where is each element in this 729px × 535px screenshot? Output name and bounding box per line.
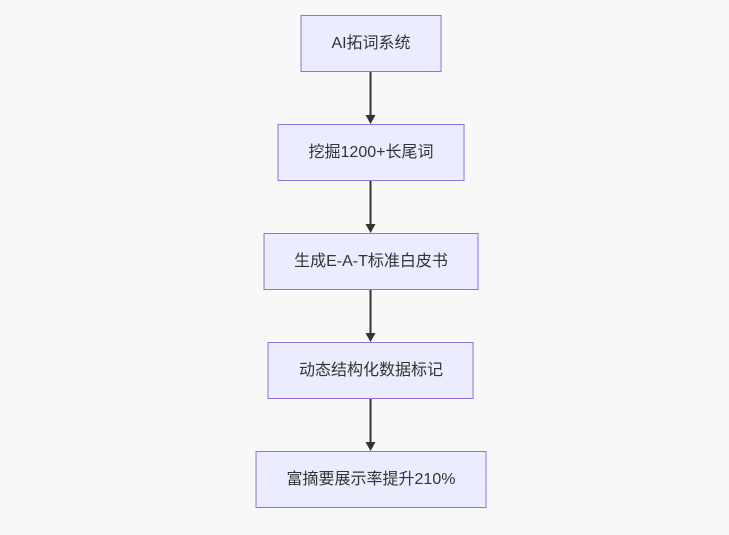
flow-arrow-4 — [366, 399, 376, 451]
arrowhead-icon — [366, 333, 376, 342]
arrow-shaft — [370, 181, 372, 224]
flow-node-rich-snippet-rate: 富摘要展示率提升210% — [255, 451, 487, 508]
flowchart-column: AI拓词系统 挖掘1200+长尾词 生成E-A-T标准白皮书 动态结构化数据标记… — [255, 15, 487, 508]
arrow-shaft — [370, 290, 372, 333]
flow-node-structured-data-markup: 动态结构化数据标记 — [267, 342, 474, 399]
flow-node-ai-keyword-system: AI拓词系统 — [300, 15, 442, 72]
flow-node-eat-whitepaper: 生成E-A-T标准白皮书 — [263, 233, 479, 290]
flow-arrow-3 — [366, 290, 376, 342]
flow-arrow-2 — [366, 181, 376, 233]
arrow-shaft — [370, 72, 372, 115]
arrow-shaft — [370, 399, 372, 442]
flow-arrow-1 — [366, 72, 376, 124]
flow-node-longtail-mining: 挖掘1200+长尾词 — [277, 124, 465, 181]
arrowhead-icon — [366, 115, 376, 124]
arrowhead-icon — [366, 442, 376, 451]
arrowhead-icon — [366, 224, 376, 233]
